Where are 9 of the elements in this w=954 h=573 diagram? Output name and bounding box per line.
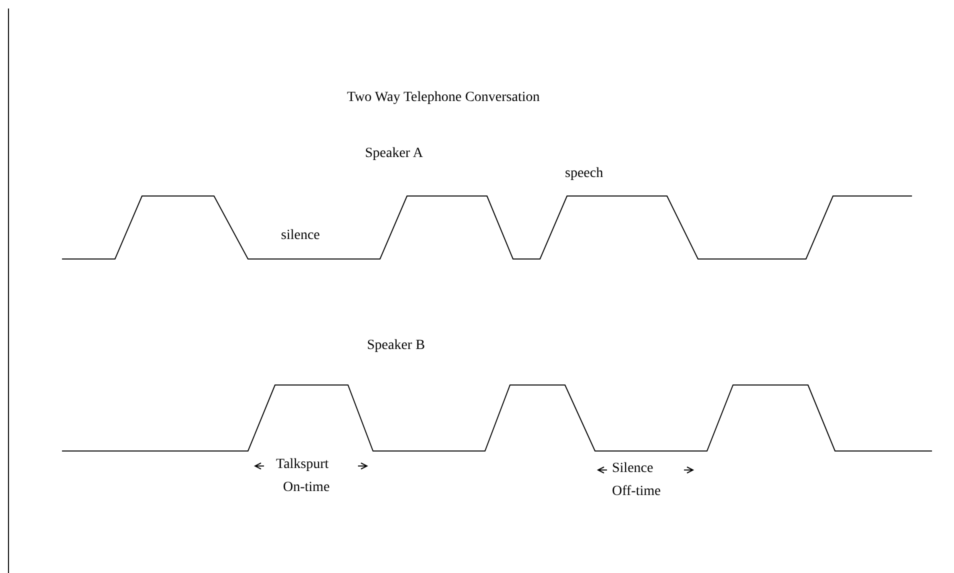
diagram-title: Two Way Telephone Conversation bbox=[347, 90, 540, 106]
channel-label: Speaker B bbox=[367, 338, 425, 354]
interval-label: Talkspurt bbox=[276, 457, 329, 473]
channel-label: Speaker A bbox=[365, 146, 423, 162]
state-label: speech bbox=[565, 166, 604, 182]
interval-label: On-time bbox=[283, 480, 330, 496]
interval-label: Off-time bbox=[612, 484, 661, 500]
state-label: silence bbox=[281, 228, 320, 244]
interval-label: Silence bbox=[612, 461, 654, 477]
